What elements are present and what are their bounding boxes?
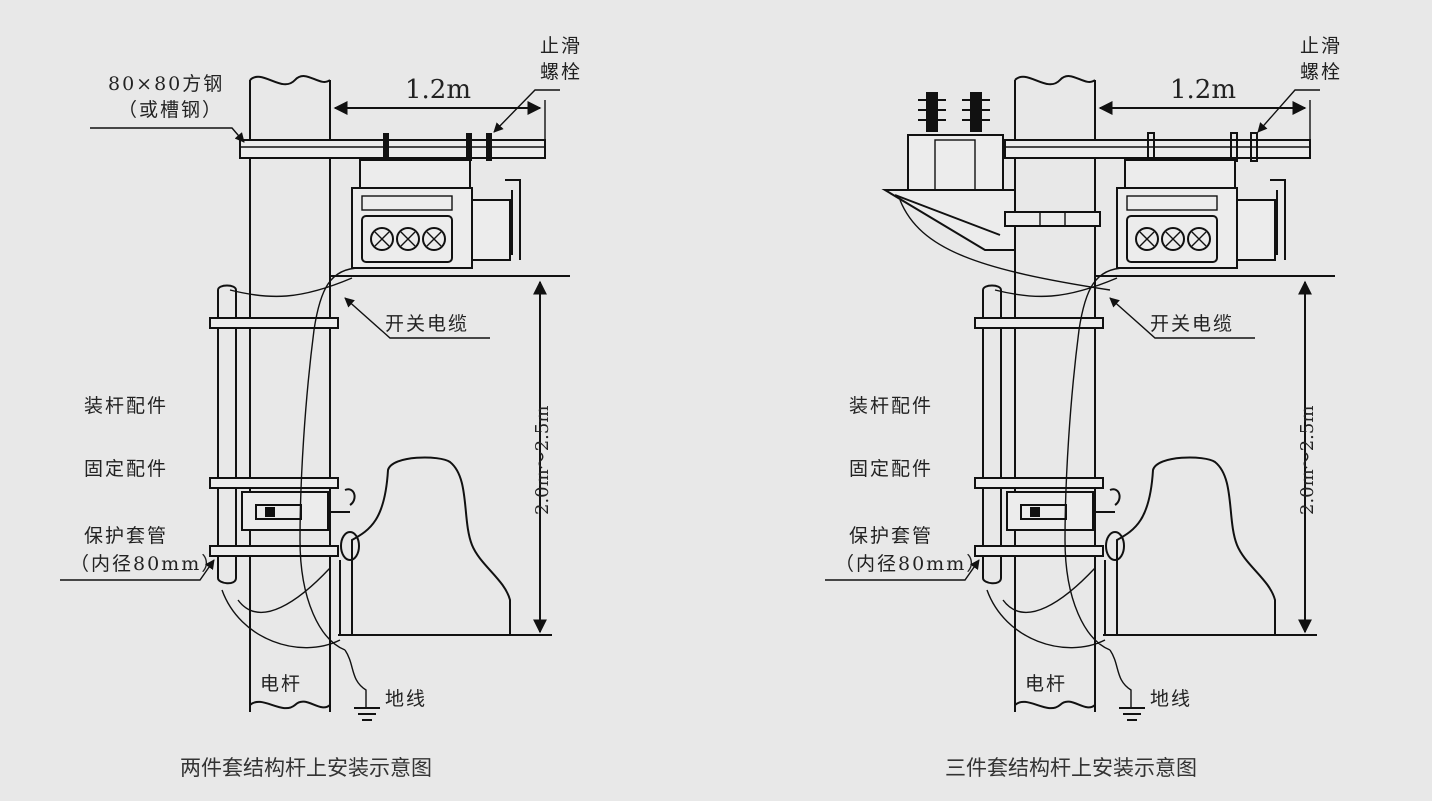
cabinet (1116, 456, 1276, 636)
height-dimension: 2.0m～2.5m (532, 406, 553, 515)
switch-body (1095, 159, 1335, 277)
fix-label: 固定配件 (849, 458, 933, 480)
sleeve-label-line2: （内径80mm） (70, 553, 222, 575)
switch-cable (899, 199, 1126, 651)
pole (1014, 75, 1096, 712)
pole (249, 75, 331, 712)
voltage-transformer (881, 92, 1101, 251)
pole-label: 电杆 (1025, 673, 1067, 695)
cable-label: 开关电缆 (385, 313, 469, 335)
fix-label: 固定配件 (84, 458, 168, 480)
bolt-label-line1: 止滑 (1300, 35, 1342, 57)
diagram-two-piece: 1.2m 止滑 螺栓 80×80方钢 （或槽钢） (60, 35, 582, 780)
cross-arm (239, 139, 546, 159)
sleeve-label-line2: （内径80mm） (835, 553, 987, 575)
ground-label: 地线 (385, 688, 427, 710)
width-dimension: 1.2m (1170, 75, 1236, 105)
caption: 两件套结构杆上安装示意图 (180, 756, 432, 780)
protective-sleeve (974, 284, 1104, 585)
cross-arm (1004, 139, 1311, 159)
switch-body (330, 159, 570, 277)
steel-label-line1: 80×80方钢 (108, 73, 224, 95)
fixing-bracket (241, 488, 360, 561)
diagram-three-piece: 1.2m 止滑 螺栓 2.0m～2.5m (825, 35, 1342, 780)
fixing-bracket (1006, 488, 1125, 561)
mount-label: 装杆配件 (849, 395, 933, 417)
ground-symbol (344, 649, 380, 721)
mount-label: 装杆配件 (84, 395, 168, 417)
bolt-label-line1: 止滑 (540, 35, 582, 57)
cabinet (351, 456, 511, 636)
pole-label: 电杆 (260, 673, 302, 695)
caption: 三件套结构杆上安装示意图 (945, 756, 1197, 780)
height-dimension: 2.0m～2.5m (1297, 406, 1318, 515)
cable-label: 开关电缆 (1150, 313, 1234, 335)
ground-symbol (1109, 649, 1145, 721)
bolt-label-line2: 螺栓 (540, 61, 582, 83)
stop-bolts (383, 133, 492, 161)
protective-sleeve (209, 284, 339, 585)
sleeve-label-line1: 保护套管 (84, 525, 168, 547)
ground-label: 地线 (1150, 688, 1192, 710)
width-dimension: 1.2m (405, 75, 471, 105)
bolt-label-line2: 螺栓 (1300, 61, 1342, 83)
sleeve-label-line1: 保护套管 (849, 525, 933, 547)
steel-label-line2: （或槽钢） (118, 99, 223, 121)
switch-cable (221, 267, 361, 651)
